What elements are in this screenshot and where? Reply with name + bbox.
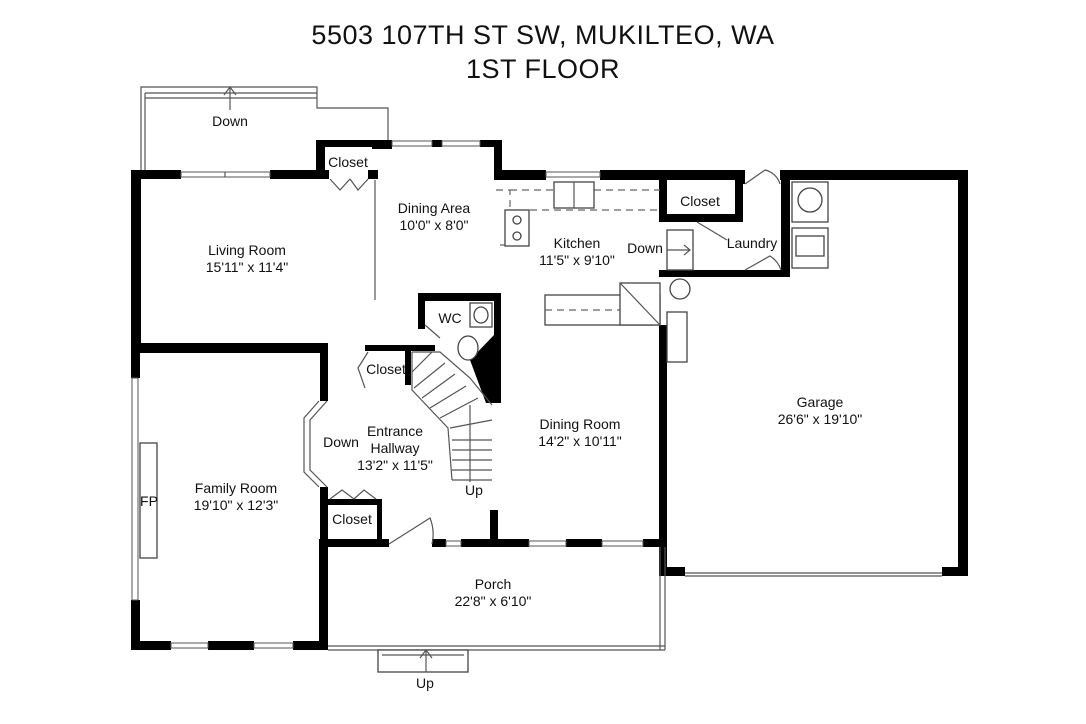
closet-bottom-label: Closet [332, 511, 372, 527]
dining-room-name: Dining Room [540, 416, 621, 432]
living-room-name: Living Room [208, 242, 286, 258]
entrance-hallway-name-1: Entrance [367, 423, 423, 439]
family-room-name: Family Room [195, 480, 277, 496]
fireplace [139, 442, 158, 559]
closet-kitchen-label: Closet [680, 193, 720, 209]
up-stairs-label: Up [465, 482, 483, 498]
fireplace-label: FP [140, 493, 158, 509]
plan-title-address: 5503 107TH ST SW, MUKILTEO, WA [311, 20, 775, 50]
closet-hall-label: Closet [366, 361, 406, 377]
wc-name: WC [438, 310, 461, 326]
garage-name: Garage [797, 394, 844, 410]
entrance-hallway-name-2: Hallway [370, 440, 419, 456]
garage-dims: 26'6" x 19'10" [778, 411, 863, 427]
wc-fixtures [457, 302, 493, 361]
porch-name: Porch [475, 576, 512, 592]
plan-title-floor: 1ST FLOOR [465, 54, 621, 84]
up-porch-label: Up [416, 675, 434, 691]
dining-area-name: Dining Area [398, 200, 471, 216]
porch-dims: 22'8" x 6'10" [455, 593, 532, 609]
closet-top-label: Closet [328, 154, 368, 170]
kitchen-name: Kitchen [554, 235, 601, 251]
kitchen-counters [496, 181, 694, 363]
family-room-dims: 19'10" x 12'3" [194, 497, 279, 513]
stairs [411, 351, 493, 482]
dining-room-dims: 14'2" x 10'11" [538, 433, 622, 449]
laundry-name: Laundry [727, 235, 778, 251]
deck [140, 86, 389, 170]
down-hall-label: Down [323, 434, 359, 450]
down-kitchen-label: Down [627, 240, 663, 256]
laundry-appliances [791, 181, 829, 269]
living-room-dims: 15'11" x 11'4" [206, 259, 289, 275]
dining-area-dims: 10'0" x 8'0" [400, 217, 469, 233]
walls [131, 140, 968, 650]
porch-outline [328, 547, 666, 673]
entrance-hallway-dims: 13'2" x 11'5" [357, 457, 433, 473]
kitchen-dims: 11'5" x 9'10" [539, 252, 615, 268]
windows [131, 140, 644, 649]
bay-window [309, 400, 328, 488]
room-labels: Down Closet Living Room 15'11" x 11'4" D… [140, 113, 862, 691]
down-deck-label: Down [212, 113, 248, 129]
doors [329, 169, 782, 545]
